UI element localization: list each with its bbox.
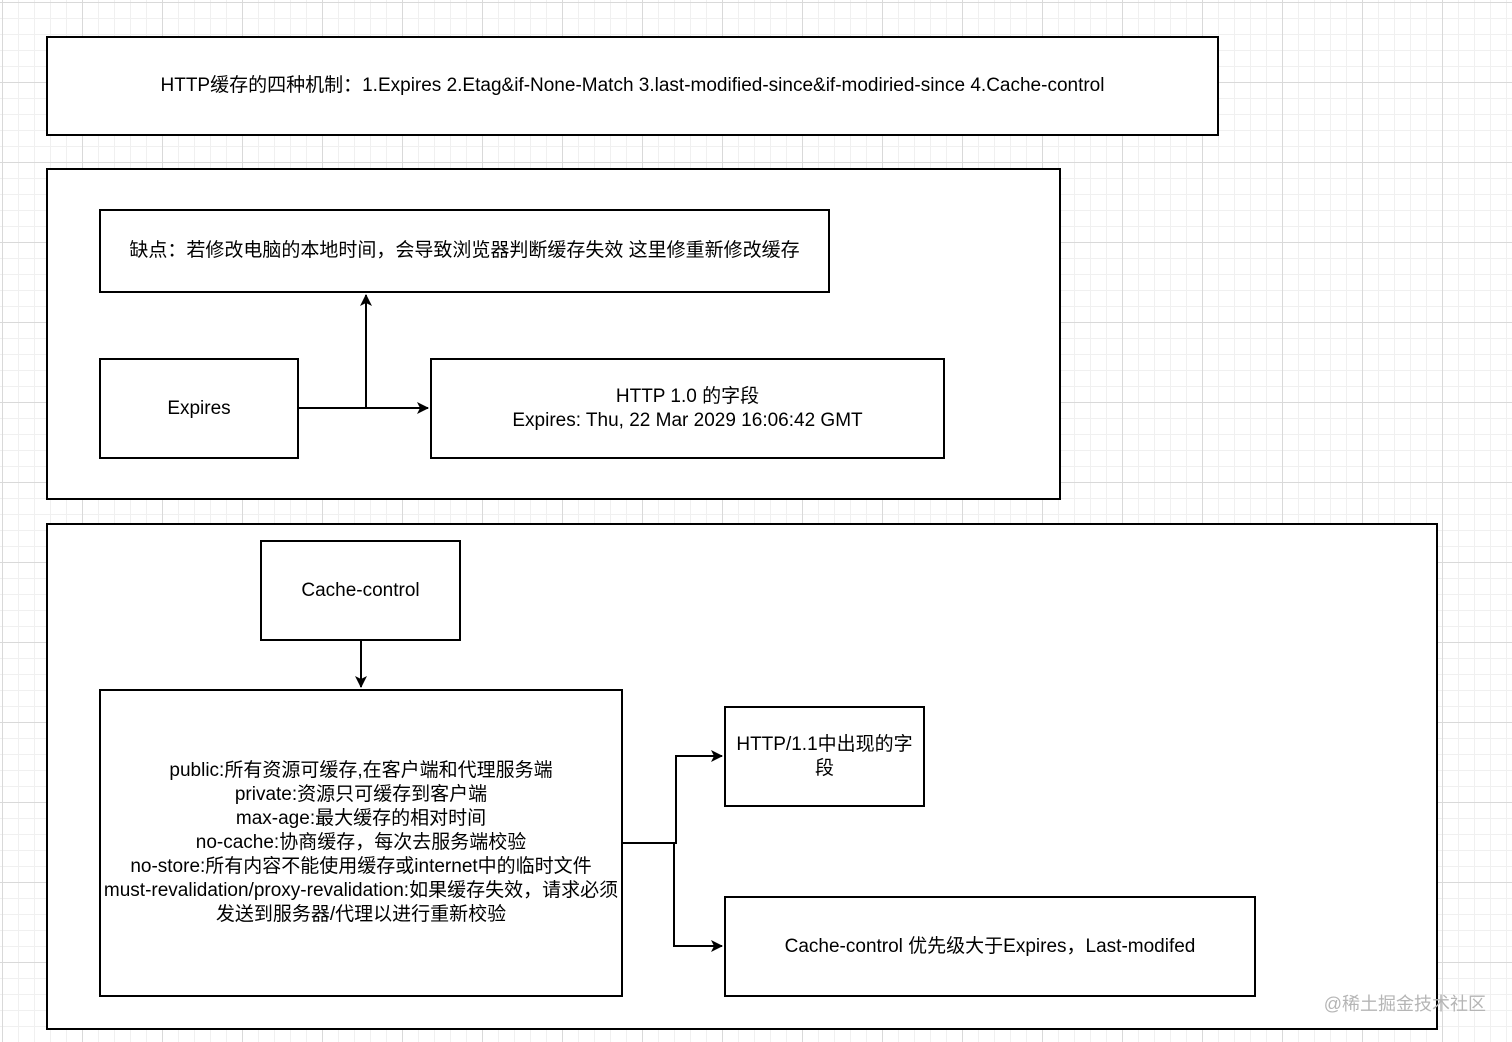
http11-note-box: HTTP/1.1中出现的字段 xyxy=(724,706,925,807)
directive-private: private:资源只可缓存到客户端 xyxy=(234,784,488,805)
directive-no-cache: no-cache:协商缓存，每次去服务端校验 xyxy=(195,832,527,853)
cache-directives-box: public:所有资源可缓存,在客户端和代理服务端 private:资源只可缓存… xyxy=(99,689,623,997)
connector-directives-to-priority xyxy=(623,842,723,952)
cache-control-node: Cache-control xyxy=(260,540,461,641)
expires-node: Expires xyxy=(99,358,299,459)
expires-field-box: HTTP 1.0 的字段 Expires: Thu, 22 Mar 2029 1… xyxy=(430,358,945,459)
mechanisms-title-text: HTTP缓存的四种机制：1.Expires 2.Etag&if-None-Mat… xyxy=(160,75,1105,96)
directive-no-store: no-store:所有内容不能使用缓存或internet中的临时文件 xyxy=(130,856,592,877)
http11-note-text: HTTP/1.1中出现的字段 xyxy=(736,733,913,779)
expires-node-label: Expires xyxy=(167,397,231,419)
expires-drawback-box: 缺点：若修改电脑的本地时间，会导致浏览器判断缓存失效 这里修重新修改缓存 xyxy=(99,209,830,293)
expires-field-line-1: HTTP 1.0 的字段 xyxy=(615,385,760,407)
expires-field-line-2: Expires: Thu, 22 Mar 2029 16:06:42 GMT xyxy=(512,409,863,431)
expires-drawback-text: 缺点：若修改电脑的本地时间，会导致浏览器判断缓存失效 这里修重新修改缓存 xyxy=(129,240,800,261)
cache-control-node-label: Cache-control xyxy=(301,579,420,601)
priority-note-text: Cache-control 优先级大于Expires，Last-modifed xyxy=(784,935,1196,957)
directive-max-age: max-age:最大缓存的相对时间 xyxy=(235,808,487,829)
directive-must-revalidation: must-revalidation/proxy-revalidation:如果缓… xyxy=(103,880,619,925)
directive-public: public:所有资源可缓存,在客户端和代理服务端 xyxy=(169,760,553,781)
priority-note-box: Cache-control 优先级大于Expires，Last-modifed xyxy=(724,896,1256,997)
mechanisms-title-box: HTTP缓存的四种机制：1.Expires 2.Etag&if-None-Mat… xyxy=(46,36,1219,136)
watermark: @稀土掘金技术社区 xyxy=(1323,994,1486,1014)
connector-directives-to-http11 xyxy=(623,750,723,844)
